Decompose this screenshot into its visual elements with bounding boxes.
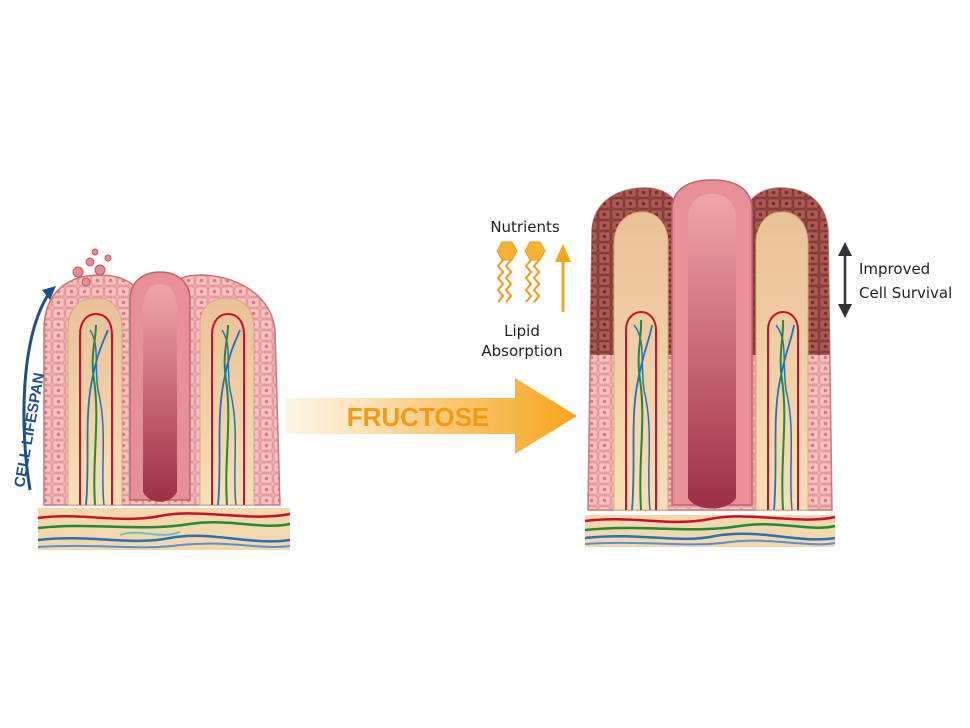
left-villus-vein-b [89,329,105,506]
lipid-head-1 [496,241,518,261]
nutrients-group: Nutrients Lipid Absorption [481,218,571,360]
nutrients-label: Nutrients [490,218,560,236]
normal-villi-illustration: CELL LIFESPAN [11,248,291,550]
right-villus-vein [217,329,241,506]
base-lymph-right [584,523,836,532]
shedding-cells [72,248,112,287]
improved-label-line1: Improved [859,260,930,278]
fructose-arrow: FRUCTOSE [285,378,577,454]
left-villus-vein [85,329,109,506]
fructose-label: FRUCTOSE [347,402,490,432]
base-vein-right [584,532,836,541]
survival-group: Improved Cell Survival [838,242,952,318]
right-left-artery [625,310,657,510]
lipid-tail-2b [532,259,541,303]
base-lymph [37,521,291,530]
right-villus-artery [211,312,245,505]
lipid-label-line1: Lipid [504,322,540,340]
right-right-lymph [779,319,786,511]
base-capillary [119,531,181,536]
right-left-lymph [637,319,644,511]
increase-arrowhead [555,244,571,262]
survival-arrowhead-down [838,304,852,318]
base-vein-2 [37,542,291,549]
right-right-vein [773,324,795,511]
right-group-left-core [613,211,669,511]
base-artery-right [584,515,836,524]
base-vein [37,534,291,543]
left-villus-lymph [91,324,98,506]
right-villus-vein-b [221,329,237,506]
fructose-arrow-shape [285,378,577,454]
right-right-vein-b [775,324,793,511]
lipid-tail-2a [524,259,533,303]
base-vein-right-2 [584,539,836,546]
lipid-label-line2: Absorption [481,342,562,360]
lipid-head-2 [524,241,546,261]
survival-arrowhead-up [838,242,852,256]
right-villus-lymph [223,324,230,506]
right-left-vein-b [633,324,651,511]
cell-lifespan-arrow [22,294,50,491]
right-villus-core [199,297,255,506]
base-artery [37,512,291,521]
cell-lifespan-label: CELL LIFESPAN [11,371,48,488]
right-left-vein [631,324,653,511]
central-lacteal [143,284,177,502]
lipid-tail-1a [496,259,505,303]
left-villus-core [67,297,123,506]
improved-label-line2: Cell Survival [859,284,952,302]
cell-lifespan-arrowhead [42,286,56,300]
left-villus-artery [79,312,113,505]
lipid-tail-1b [504,259,513,303]
fructose-villi-illustration [584,179,836,547]
right-central-lacteal [688,194,736,509]
right-right-artery [767,310,799,510]
